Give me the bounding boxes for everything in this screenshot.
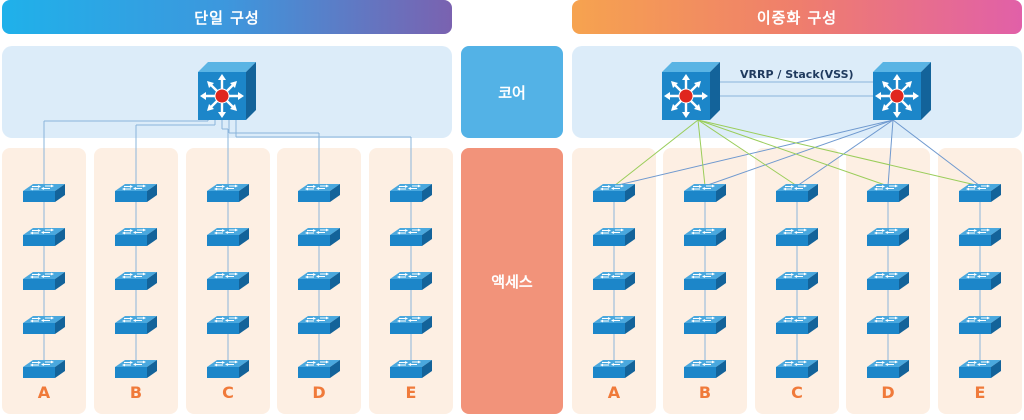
access-switch-icon	[776, 227, 818, 247]
access-switch-icon	[115, 271, 157, 291]
access-switch-icon	[959, 271, 1001, 291]
vrrp-stack-label: VRRP / Stack(VSS)	[740, 68, 854, 81]
access-switch-icon	[776, 271, 818, 291]
access-switch-icon	[207, 271, 249, 291]
core-switch-secondary-icon	[873, 62, 931, 120]
column-letter: B	[129, 383, 143, 402]
access-switch-icon	[593, 315, 635, 335]
access-switch-icon	[390, 315, 432, 335]
access-switch-icon	[593, 271, 635, 291]
access-switch-icon	[684, 227, 726, 247]
access-switch-icon	[115, 227, 157, 247]
single-config-header: 단일 구성	[2, 0, 452, 34]
access-switch-icon	[593, 359, 635, 379]
access-switch-icon	[298, 271, 340, 291]
access-switch-icon	[390, 183, 432, 203]
access-layer-label: 액세스	[461, 148, 563, 414]
column-letter: D	[881, 383, 895, 402]
column-letter: A	[37, 383, 51, 402]
access-switch-icon	[959, 227, 1001, 247]
access-switch-icon	[23, 359, 65, 379]
access-switch-icon	[298, 183, 340, 203]
access-switch-icon	[593, 227, 635, 247]
access-switch-icon	[684, 271, 726, 291]
core-zone-redundant	[572, 46, 1022, 138]
core-layer-label: 코어	[461, 46, 563, 138]
access-switch-icon	[867, 227, 909, 247]
access-switch-icon	[867, 183, 909, 203]
access-switch-icon	[115, 183, 157, 203]
access-switch-icon	[207, 183, 249, 203]
access-switch-icon	[867, 359, 909, 379]
access-switch-icon	[298, 359, 340, 379]
access-switch-icon	[776, 183, 818, 203]
access-switch-icon	[593, 183, 635, 203]
access-switch-icon	[207, 315, 249, 335]
access-switch-icon	[23, 315, 65, 335]
access-switch-icon	[207, 227, 249, 247]
access-switch-icon	[867, 271, 909, 291]
column-letter: D	[312, 383, 326, 402]
core-switch-icon	[198, 62, 256, 120]
access-switch-icon	[684, 359, 726, 379]
redundant-config-header: 이중화 구성	[572, 0, 1022, 34]
access-switch-icon	[684, 315, 726, 335]
access-switch-icon	[23, 227, 65, 247]
access-switch-icon	[959, 315, 1001, 335]
access-switch-icon	[390, 227, 432, 247]
column-letter: A	[607, 383, 621, 402]
access-switch-icon	[867, 315, 909, 335]
access-switch-icon	[298, 227, 340, 247]
access-switch-icon	[23, 183, 65, 203]
column-letter: E	[974, 383, 986, 402]
access-switch-icon	[298, 315, 340, 335]
access-switch-icon	[207, 359, 249, 379]
access-switch-icon	[959, 359, 1001, 379]
access-switch-icon	[23, 271, 65, 291]
column-letter: C	[222, 383, 234, 402]
column-letter: C	[791, 383, 803, 402]
access-switch-icon	[115, 359, 157, 379]
core-switch-primary-icon	[662, 62, 720, 120]
access-switch-icon	[390, 359, 432, 379]
access-switch-icon	[390, 271, 432, 291]
access-switch-icon	[959, 183, 1001, 203]
column-letter: E	[405, 383, 417, 402]
access-switch-icon	[776, 315, 818, 335]
access-switch-icon	[115, 315, 157, 335]
access-switch-icon	[684, 183, 726, 203]
column-letter: B	[698, 383, 712, 402]
access-switch-icon	[776, 359, 818, 379]
